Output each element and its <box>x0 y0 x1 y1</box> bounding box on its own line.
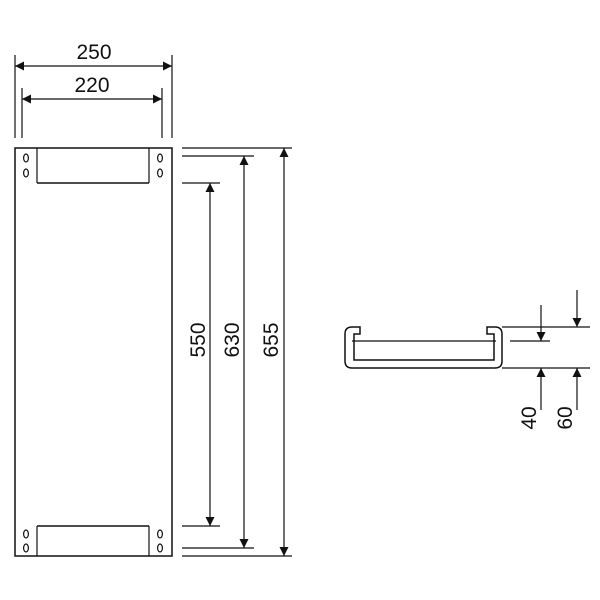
channel-profile <box>344 326 503 369</box>
mounting-lug-bottom-left <box>23 526 38 556</box>
dimension-40-label: 40 <box>518 406 541 429</box>
front-view <box>14 55 292 557</box>
frame-outline <box>14 147 173 557</box>
mounting-lug-top-right <box>148 148 164 183</box>
side-view <box>344 290 590 410</box>
dimension-250-label: 250 <box>76 41 111 64</box>
mounting-lug-top-left <box>23 148 38 183</box>
dimension-550-label: 550 <box>187 322 210 357</box>
mounting-lug-bottom-right <box>148 526 164 556</box>
dimension-655-label: 655 <box>260 322 283 357</box>
dimension-60-label: 60 <box>554 406 577 429</box>
dimension-220-label: 220 <box>74 74 109 97</box>
dimension-630-label: 630 <box>221 322 244 357</box>
